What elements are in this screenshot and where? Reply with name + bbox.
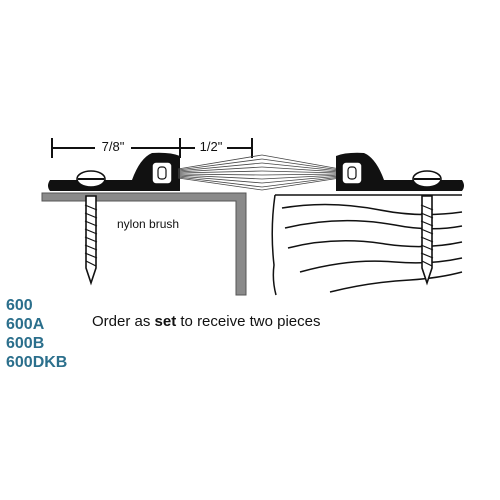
- model-number: 600B: [6, 335, 45, 352]
- order-note-bold: set: [154, 313, 177, 330]
- left-screw-head: [76, 170, 106, 188]
- left-metal-frame: [41, 192, 247, 296]
- dim-label-bg: [195, 137, 227, 155]
- left-brush-bead: [157, 166, 167, 180]
- model-number-list: 600 600A 600B 600DKB: [6, 296, 67, 372]
- nylon-brush-bristles: [177, 154, 341, 191]
- wood-door-section: [271, 194, 463, 296]
- model-number: 600DKB: [6, 354, 68, 371]
- dim-label-bg: [95, 137, 131, 155]
- right-brush-bead: [347, 166, 357, 180]
- right-screw: [420, 195, 434, 286]
- dim-label-gap: 1/2": [200, 139, 223, 154]
- order-note: Order as set to receive two pieces: [92, 313, 320, 330]
- order-note-prefix: Order as: [92, 313, 155, 330]
- nylon-brush-label: nylon brush: [117, 217, 179, 231]
- left-screw: [84, 195, 98, 286]
- model-number: 600A: [6, 316, 45, 333]
- model-number: 600: [6, 297, 33, 314]
- dim-label-left: 7/8": [102, 139, 125, 154]
- order-note-suffix: to receive two pieces: [176, 313, 321, 330]
- right-screw-head: [412, 170, 442, 188]
